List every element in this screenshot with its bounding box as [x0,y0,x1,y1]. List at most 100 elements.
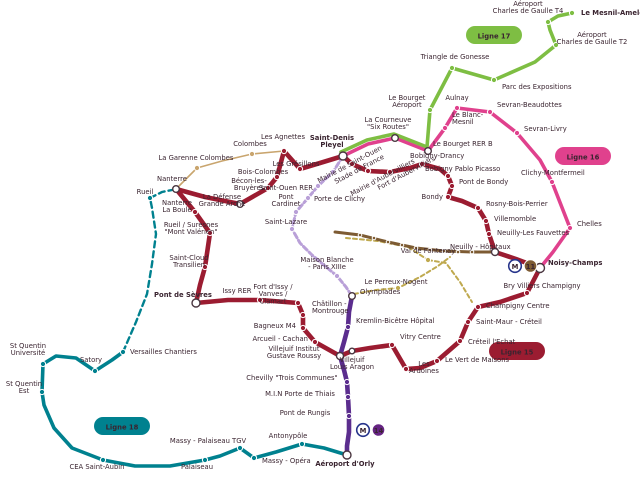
station-dot [335,351,345,361]
station-dot [357,232,363,238]
station-dot [296,165,304,173]
station-label: Massy - Palaiseau TGV [170,437,247,445]
station-dot [548,178,556,186]
station-dot [91,367,99,375]
station-dot [424,146,433,155]
station-dot [490,247,500,257]
line-badge-ligne-16 [555,147,611,165]
station-dot [385,239,391,245]
station-dot [333,272,341,280]
station-dot [201,456,209,464]
station-label: Fort d'Issy /Vanves /Clamart [253,283,293,305]
station-label: Bobigny-Drancy [410,152,464,160]
station-dot [513,129,521,137]
station-label: Massy - Opéra [262,457,311,465]
station-dot [523,289,531,297]
station-label: Le Mesnil-Amelot [581,9,640,17]
station-label: Le Blanc-Mesnil [452,111,484,126]
station-dot [386,168,394,176]
station-label: Saint-Lazare [265,218,307,226]
station-dot [248,150,256,158]
station-dot [206,229,214,237]
station-label: Olympiades [360,288,401,296]
line-project-dashed-3 [427,259,473,303]
line-project-dashed-2 [353,256,451,295]
station-dot [364,167,372,175]
line-badge-label: Ligne 17 [478,33,511,41]
station-dot [292,208,300,216]
station-label: Pont de Sèvres [154,291,212,299]
station-dot [250,454,258,462]
station-label: Le Perreux-Nogent [364,278,427,286]
station-dot [311,338,319,346]
station-dot [485,230,493,238]
station-label: Bobigny Pablo Picasso [425,165,500,173]
station-dot [469,249,475,255]
station-dot [39,360,47,368]
station-dot [99,456,107,464]
station-label: Sevran-Livry [524,125,567,133]
station-dot [343,378,351,386]
line-badge-ligne-18 [94,417,150,435]
station-dot [424,256,432,264]
station-dot [193,164,201,172]
line-badge-label: Ligne 18 [106,424,139,432]
station-label: Nanterre [157,175,187,183]
station-label: Rueil [137,188,154,196]
station-dot [171,184,180,193]
station-dot [441,248,447,254]
station-dot [482,217,490,225]
station-dot [399,242,405,248]
station-label: Rueil / Suresnes"Mont Valérien" [164,221,219,236]
station-label: Châtillon -Montrouge [312,300,349,315]
station-label: Rosny-Bois-Perrier [486,200,548,208]
station-dot [348,347,356,355]
station-dot [119,348,127,356]
station-dot [453,104,461,112]
station-label: Saint-Maur - Créteil [476,318,542,326]
metro-line-14-badge [371,423,386,437]
station-dot [474,204,482,212]
station-dot [299,324,307,332]
station-dot [314,182,322,190]
station-dot [338,151,348,161]
station-label: Palaiseau [181,463,213,471]
station-dot [568,9,576,17]
station-dot [464,318,472,326]
station-label: Aéroport d'Orly [315,460,375,468]
station-dot [348,292,357,301]
station-label: Créteil l'Echat [468,338,516,346]
station-label: Kremlin-Bicêtre Hôpital [356,317,435,325]
station-label: M.I.N Porte de Thiais [265,390,335,398]
metro-badge-label: M [512,263,519,271]
station-dot [273,173,281,181]
station-dot [329,168,337,176]
station-label: Parc des Expositions [502,83,572,91]
station-dot [294,299,302,307]
station-label: Issy RER [222,287,251,295]
metro-logo-icon [355,422,371,438]
line-badge-label: Ligne 16 [567,154,600,162]
station-label: La Garenne Colombes [159,154,234,162]
station-dot [418,160,426,168]
station-dot [388,341,396,349]
station-dot [344,323,352,331]
station-dot [566,224,574,232]
station-dot [146,194,154,202]
station-dot [413,245,419,251]
metro-badge-label: 11 [526,263,536,271]
station-dot [235,199,244,208]
station-label: Neuilly - Hôpitaux [450,243,511,251]
metro-badge-label: M [360,427,367,435]
station-dot [304,194,312,202]
station-dot [191,208,199,216]
station-label: Champigny Centre [486,302,550,310]
station-dot [288,225,296,233]
station-dot [427,247,433,253]
